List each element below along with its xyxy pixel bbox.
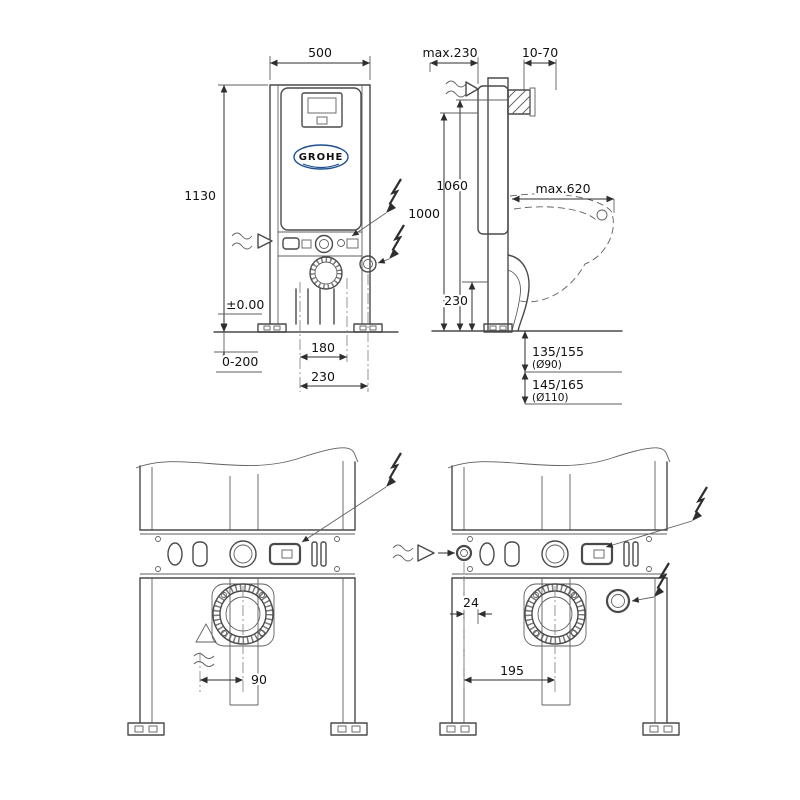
leg-adjust-dimension: 0-200 — [222, 354, 258, 369]
sequence-arrow-icon — [392, 544, 455, 562]
lightning-bolt-icon — [384, 451, 403, 489]
drain-110-height: 145/165 — [532, 377, 584, 392]
grohe-logo-text: GROHE — [299, 152, 344, 163]
outlet-offset-dimension: 230 — [311, 369, 335, 384]
drain-90-diameter: (Ø90) — [532, 359, 562, 371]
detail-view-right: 24 195 — [440, 448, 709, 735]
detail-view-left: 90 — [128, 448, 403, 735]
drain-offset-dimension-left: 90 — [251, 672, 267, 687]
inlet-offset-dimension: 24 — [463, 595, 479, 610]
drain-bend — [309, 256, 343, 290]
lightning-bolt-icon — [387, 223, 406, 261]
flush-pipe-offset-dimension: 180 — [311, 340, 335, 355]
warning-triangle-icon — [195, 623, 217, 643]
cistern-top-height-dimension: 1060 — [436, 178, 468, 193]
water-flow-icon — [193, 661, 215, 667]
drain-110-diameter: (Ø110) — [532, 392, 569, 404]
bowl-depth-dimension: max.620 — [535, 181, 590, 196]
water-flow-icon — [193, 653, 215, 659]
lightning-bolt-icon — [690, 485, 709, 523]
flush-actuator — [507, 87, 536, 117]
side-view: max.230 10-70 1060 1000 — [406, 43, 623, 407]
front-view: 500 1130 GROHE — [182, 43, 406, 392]
frame-lower-body — [440, 448, 679, 735]
flush-plate-window — [301, 92, 343, 128]
drain-height-table: 135/155 (Ø90) 145/165 (Ø110) — [521, 331, 622, 407]
front-width-dimension: 500 — [308, 45, 332, 60]
outlet-height-dimension: 230 — [444, 293, 468, 308]
frame-lower-body — [128, 448, 367, 735]
water-inlet-point — [455, 544, 473, 562]
floor-level-label: ±0.00 — [226, 297, 264, 312]
drain-90-height: 135/155 — [532, 344, 584, 359]
water-supply-icon — [445, 80, 479, 98]
grohe-logo: GROHE — [293, 144, 349, 170]
wall-thickness-dimension: 10-70 — [522, 45, 558, 60]
frame-depth-dimension: max.230 — [422, 45, 477, 60]
front-height-dimension: 1130 — [184, 188, 216, 203]
drain-offset-dimension-right: 195 — [500, 663, 524, 678]
lightning-bolt-icon — [384, 177, 403, 215]
toilet-bowl-outline — [509, 193, 614, 303]
water-supply-icon — [231, 232, 273, 250]
power-socket — [605, 588, 631, 614]
supply-height-dimension: 1000 — [408, 206, 440, 221]
power-socket — [359, 255, 377, 273]
